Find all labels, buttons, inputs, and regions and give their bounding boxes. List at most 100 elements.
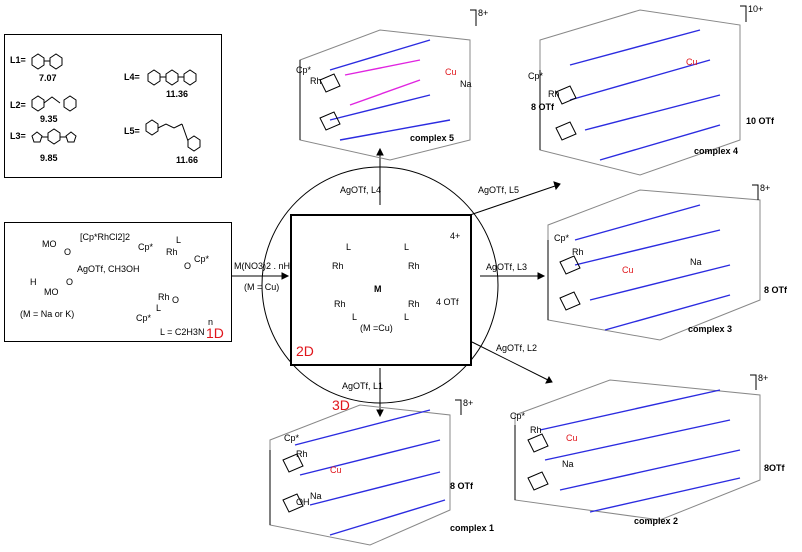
complex-1-na: Na [310,491,322,501]
polymer-o-a: O [184,261,192,271]
center-rh4: Rh [408,299,420,309]
reaction-arrows [94,147,561,418]
complex-5-cage [299,29,471,161]
polymer-n: n [208,317,214,327]
center-2d-box [290,214,472,366]
complex-5-rh: Rh [310,76,322,86]
ligand-l4-name: L4= [124,72,140,82]
complex-2-cage [514,379,761,521]
ligand-l3-structure [31,128,77,145]
arrow-label-l1: AgOTf, L1 [342,381,384,391]
complex-1-cu: Cu [330,465,342,475]
complex-5-label: complex 5 [410,133,455,143]
complex-2-charge: 8+ [758,373,769,383]
start-o-top: O [64,247,72,257]
center-l3: L [352,312,358,322]
complex-1-label: complex 1 [450,523,495,533]
center-counter: 4 OTf [436,297,459,307]
ligand-l5-structure [145,119,201,152]
ligand-l2-value: 9.35 [40,114,58,124]
complex-4-cp: Cp* [528,71,544,81]
start-o-bottom: O [66,277,74,287]
arrow-label-l3: AgOTf, L3 [486,262,528,272]
complex-2-na: Na [562,459,574,469]
center-rh3: Rh [334,299,346,309]
complex-3-charge: 8+ [760,183,771,193]
tag-1d: 1D [206,325,224,341]
complex-3-label: complex 3 [688,324,733,334]
complex-1-cage [269,404,451,546]
complex-2-label: complex 2 [634,516,679,526]
ligand-l4-structure [147,69,197,86]
complex-2-rh: Rh [530,425,542,435]
polymer-l2: L [156,303,162,313]
polymer-cp2: Cp* [194,254,210,264]
complex-3-cp: Cp* [554,233,570,243]
ligand-l2-name: L2= [10,100,26,110]
center-rh1: Rh [332,261,344,271]
start-reagent: [Cp*RhCl2]2 [80,232,131,242]
start-mo-top: MO [42,239,57,249]
ligand-legend-box [4,34,222,178]
polymer-l1: L [176,235,182,245]
complex-3-na: Na [690,257,702,267]
tag-3d: 3D [332,397,350,413]
complex-5-charge: 8+ [478,8,489,18]
ligand-l1-value: 7.07 [39,73,57,83]
tag-2d: 2D [296,343,314,359]
complex-4-counter-inner: 8 OTf [531,102,555,112]
center-l2: L [404,242,410,252]
complex-1-cp: Cp* [284,433,300,443]
ligand-l1-structure [31,53,63,70]
ligand-l3-value: 9.85 [40,153,58,163]
polymer-cp3: Cp* [136,313,152,323]
center-l1: L [346,242,352,252]
complex-2-counter: 8OTf [764,463,785,473]
center-rh2: Rh [408,261,420,271]
ligand-l3-name: L3= [10,131,26,141]
complex-1-rh: Rh [296,449,308,459]
arrow-label-l2: AgOTf, L2 [496,343,538,353]
polymer-o-b: O [172,295,180,305]
start-material-box [4,222,232,342]
arrow-label-l5: AgOTf, L5 [478,185,520,195]
polymer-rh1: Rh [166,247,178,257]
complex-3-rh: Rh [572,247,584,257]
center-m-note: (M =Cu) [360,323,393,333]
ligand-l1-name: L1= [10,55,26,65]
complex-1-oh: OH [296,497,310,507]
complex-5-na: Na [460,79,472,89]
complex-3-counter: 8 OTf [764,285,788,295]
ligand-l5-name: L5= [124,126,140,136]
center-m: M [374,284,382,294]
polymer-l-def: L = C2H3N [160,327,205,337]
start-solvent: AgOTf, CH3OH [77,264,140,274]
complex-5-cu: Cu [445,67,457,77]
complex-4-cage [539,9,741,176]
complex-4-cu: Cu [686,57,698,67]
complex-4-label: complex 4 [694,146,739,156]
ligand-l5-value: 11.66 [176,155,199,165]
complex-1-charge: 8+ [463,398,474,408]
complex-3-cage [547,189,761,341]
center-l4: L [404,312,410,322]
polymer-rh2: Rh [158,292,170,302]
center-charge: 4+ [450,231,461,241]
start-nh: H [30,277,37,287]
complex-2-cu: Cu [566,433,578,443]
ligand-l2-structure [31,95,77,112]
step2-condition: (M = Cu) [244,282,280,292]
complex-2-cp: Cp* [510,411,526,421]
complex-4-charge: 10+ [748,4,764,14]
complex-4-rh: Rh [548,89,560,99]
polymer-cp1: Cp* [138,242,154,252]
charge-brackets [440,5,759,415]
complex-3-cu: Cu [622,265,634,275]
ligand-l4-value: 11.36 [166,89,189,99]
step2-reagent: M(NO3)2 . nH2O [234,261,303,271]
complex-4-counter: 10 OTf [746,116,775,126]
arrow-label-l4: AgOTf, L4 [340,185,382,195]
complex-5-cp: Cp* [296,65,312,75]
start-m-note: (M = Na or K) [20,309,75,319]
start-mo-bottom: MO [44,287,59,297]
